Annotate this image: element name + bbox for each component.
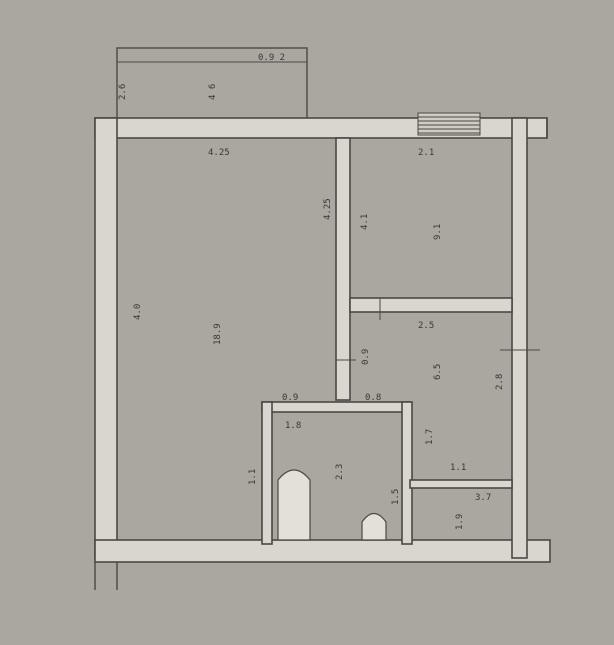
label-bedroom-left: 4.1	[360, 214, 370, 230]
interior-walls	[261, 137, 513, 545]
label-wc-area: 1.9	[455, 514, 465, 530]
doors	[336, 298, 540, 361]
label-room2-side: 2.8	[495, 374, 505, 390]
outer-walls	[94, 112, 551, 590]
label-misc-a: 1.7	[425, 429, 435, 445]
label-bedroom-area: 9.1	[433, 224, 443, 240]
label-small-dim: 1.1	[450, 463, 466, 473]
label-room-height: 4.0	[133, 304, 143, 320]
label-bath-area: 2.3	[335, 464, 345, 480]
label-room-area: 18.9	[213, 323, 223, 345]
label-room2-dim: 2.5	[418, 321, 434, 331]
toilet	[361, 512, 387, 541]
label-balcony-area: 4 6	[208, 84, 218, 100]
label-door2: 0.9	[282, 393, 298, 403]
label-bottom-dim: 3.7	[475, 493, 491, 503]
label-misc-b: 0.8	[365, 393, 381, 403]
bathtub	[277, 469, 311, 541]
label-balcony-left: 2.6	[118, 84, 128, 100]
label-bath-left: 1.1	[248, 469, 258, 485]
label-bath-width: 1.8	[285, 421, 301, 431]
label-balcony-top: 0.9 2	[258, 53, 285, 63]
label-bath-side: 1.5	[391, 489, 401, 505]
label-door1: 0.9	[361, 349, 371, 365]
label-corridor-dim: 4.25	[323, 198, 333, 220]
label-room2-area: 6.5	[433, 364, 443, 380]
label-bedroom-width: 2.1	[418, 148, 434, 158]
label-room-width: 4.25	[208, 148, 230, 158]
